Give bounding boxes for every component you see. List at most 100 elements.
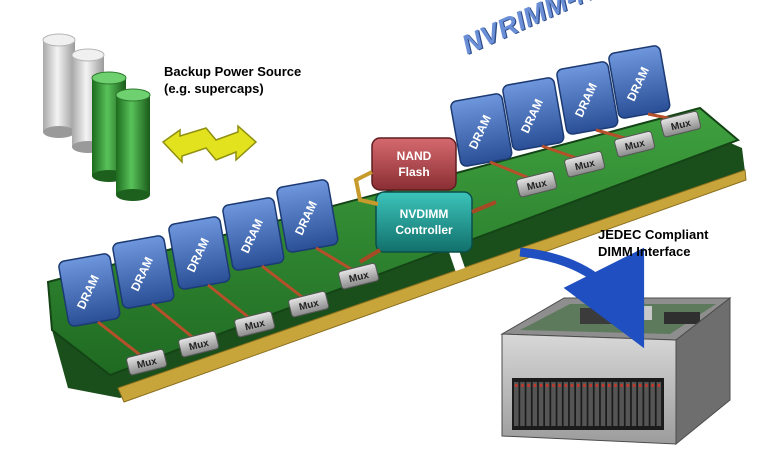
server-chassis: [500, 296, 732, 446]
controller-label-line2: Controller: [395, 223, 453, 237]
dimm-interface-arrow: [519, 247, 645, 349]
gold-contacts: [117, 169, 747, 403]
drive-led: [620, 384, 623, 387]
mux-chip: Mux: [234, 310, 276, 338]
drive-led: [632, 384, 636, 387]
drive-bay: [557, 382, 562, 426]
mux-label: Mux: [244, 318, 266, 334]
drive-bay: [631, 382, 637, 426]
drive-bay: [600, 382, 606, 426]
drive-led: [651, 384, 654, 387]
drive-led: [564, 384, 568, 387]
drive-bay: [520, 382, 525, 426]
drive-bay: [656, 382, 662, 426]
drive-bay: [514, 382, 519, 426]
drive-bay: [569, 382, 575, 426]
mux-chip: Mux: [614, 130, 656, 158]
drive-led: [608, 384, 611, 387]
drive-bay: [576, 382, 581, 426]
drive-led: [595, 384, 599, 387]
dram-chip: DRAM: [450, 93, 513, 167]
drive-led: [601, 384, 605, 387]
mux-chip: Mux: [126, 348, 168, 376]
drive-bay: [545, 382, 550, 426]
mux-label: Mux: [188, 338, 210, 354]
drive-bay: [619, 382, 624, 426]
drive-led: [552, 384, 555, 387]
dram-chip: DRAM: [168, 216, 231, 290]
mux-label: Mux: [624, 138, 646, 154]
drive-bay: [526, 382, 531, 426]
drive-led: [614, 384, 617, 387]
drive-led: [577, 384, 580, 387]
nand-flash-chip: NAND Flash: [371, 137, 457, 191]
drive-bays: [514, 382, 662, 426]
mux-chip: Mux: [178, 330, 220, 358]
dram-mux-link: [97, 320, 145, 360]
dram-chip: DRAM: [608, 45, 671, 119]
dram-chip: DRAM: [556, 61, 619, 135]
drive-bay: [538, 382, 544, 426]
drive-bay: [532, 382, 538, 426]
nand-label-line1: NAND: [397, 149, 432, 163]
mux-label: Mux: [574, 158, 596, 174]
controller-mux-link-right: [471, 200, 497, 214]
mux-chip: Mux: [288, 290, 330, 318]
nand-label-line2: Flash: [398, 165, 429, 179]
backup-power-arrow: [161, 124, 258, 164]
dram-mux-link: [207, 283, 253, 322]
jedec-interface-label-line2: DIMM Interface: [598, 244, 691, 259]
jedec-interface-label: JEDEC Compliant DIMM Interface: [598, 226, 709, 260]
drive-led: [546, 384, 549, 387]
supercap-group: [42, 33, 151, 201]
mux-label: Mux: [298, 298, 320, 314]
drive-led: [589, 384, 592, 387]
nand-controller-link: [353, 170, 379, 206]
mux-label: Mux: [670, 118, 692, 134]
controller-label-line1: NVDIMM: [400, 207, 449, 221]
dram-mux-link: [151, 302, 197, 342]
dram-chip: DRAM: [222, 197, 285, 271]
drive-bay: [607, 382, 612, 426]
drive-led: [521, 384, 524, 387]
drive-led: [626, 384, 630, 387]
drive-bay: [613, 382, 618, 426]
supercap-cylinder: [115, 88, 151, 201]
drive-bay: [625, 382, 631, 426]
drive-bay: [563, 382, 569, 426]
dram-chip: DRAM: [58, 253, 121, 327]
drive-led: [527, 384, 530, 387]
drive-led: [539, 384, 543, 387]
drive-bay: [650, 382, 655, 426]
mux-chip: Mux: [338, 262, 380, 290]
dram-chip: DRAM: [112, 235, 175, 309]
controller-mux-link-left: [358, 248, 382, 264]
dram-chip: DRAM: [276, 179, 339, 253]
mux-chip: Mux: [660, 110, 702, 138]
mux-label: Mux: [526, 178, 548, 194]
drive-led: [645, 384, 648, 387]
drive-bay: [644, 382, 649, 426]
drive-bay: [638, 382, 643, 426]
backup-power-label-line1: Backup Power Source: [164, 64, 302, 79]
drive-led: [639, 384, 642, 387]
drive-led: [533, 384, 537, 387]
drive-bay: [582, 382, 587, 426]
dram-chip: DRAM: [502, 77, 565, 151]
mux-chip: Mux: [516, 170, 558, 198]
backup-power-label: Backup Power Source (e.g. supercaps): [164, 63, 301, 97]
backup-power-label-line2: (e.g. supercaps): [164, 81, 264, 96]
jedec-interface-label-line1: JEDEC Compliant: [598, 227, 709, 242]
drive-bay: [594, 382, 600, 426]
mux-label: Mux: [348, 270, 370, 286]
drive-led: [583, 384, 586, 387]
dram-mux-link: [261, 264, 307, 302]
mux-label: Mux: [136, 356, 158, 372]
drive-bay: [551, 382, 556, 426]
drive-led: [657, 384, 661, 387]
supercap-cylinder: [42, 33, 76, 138]
